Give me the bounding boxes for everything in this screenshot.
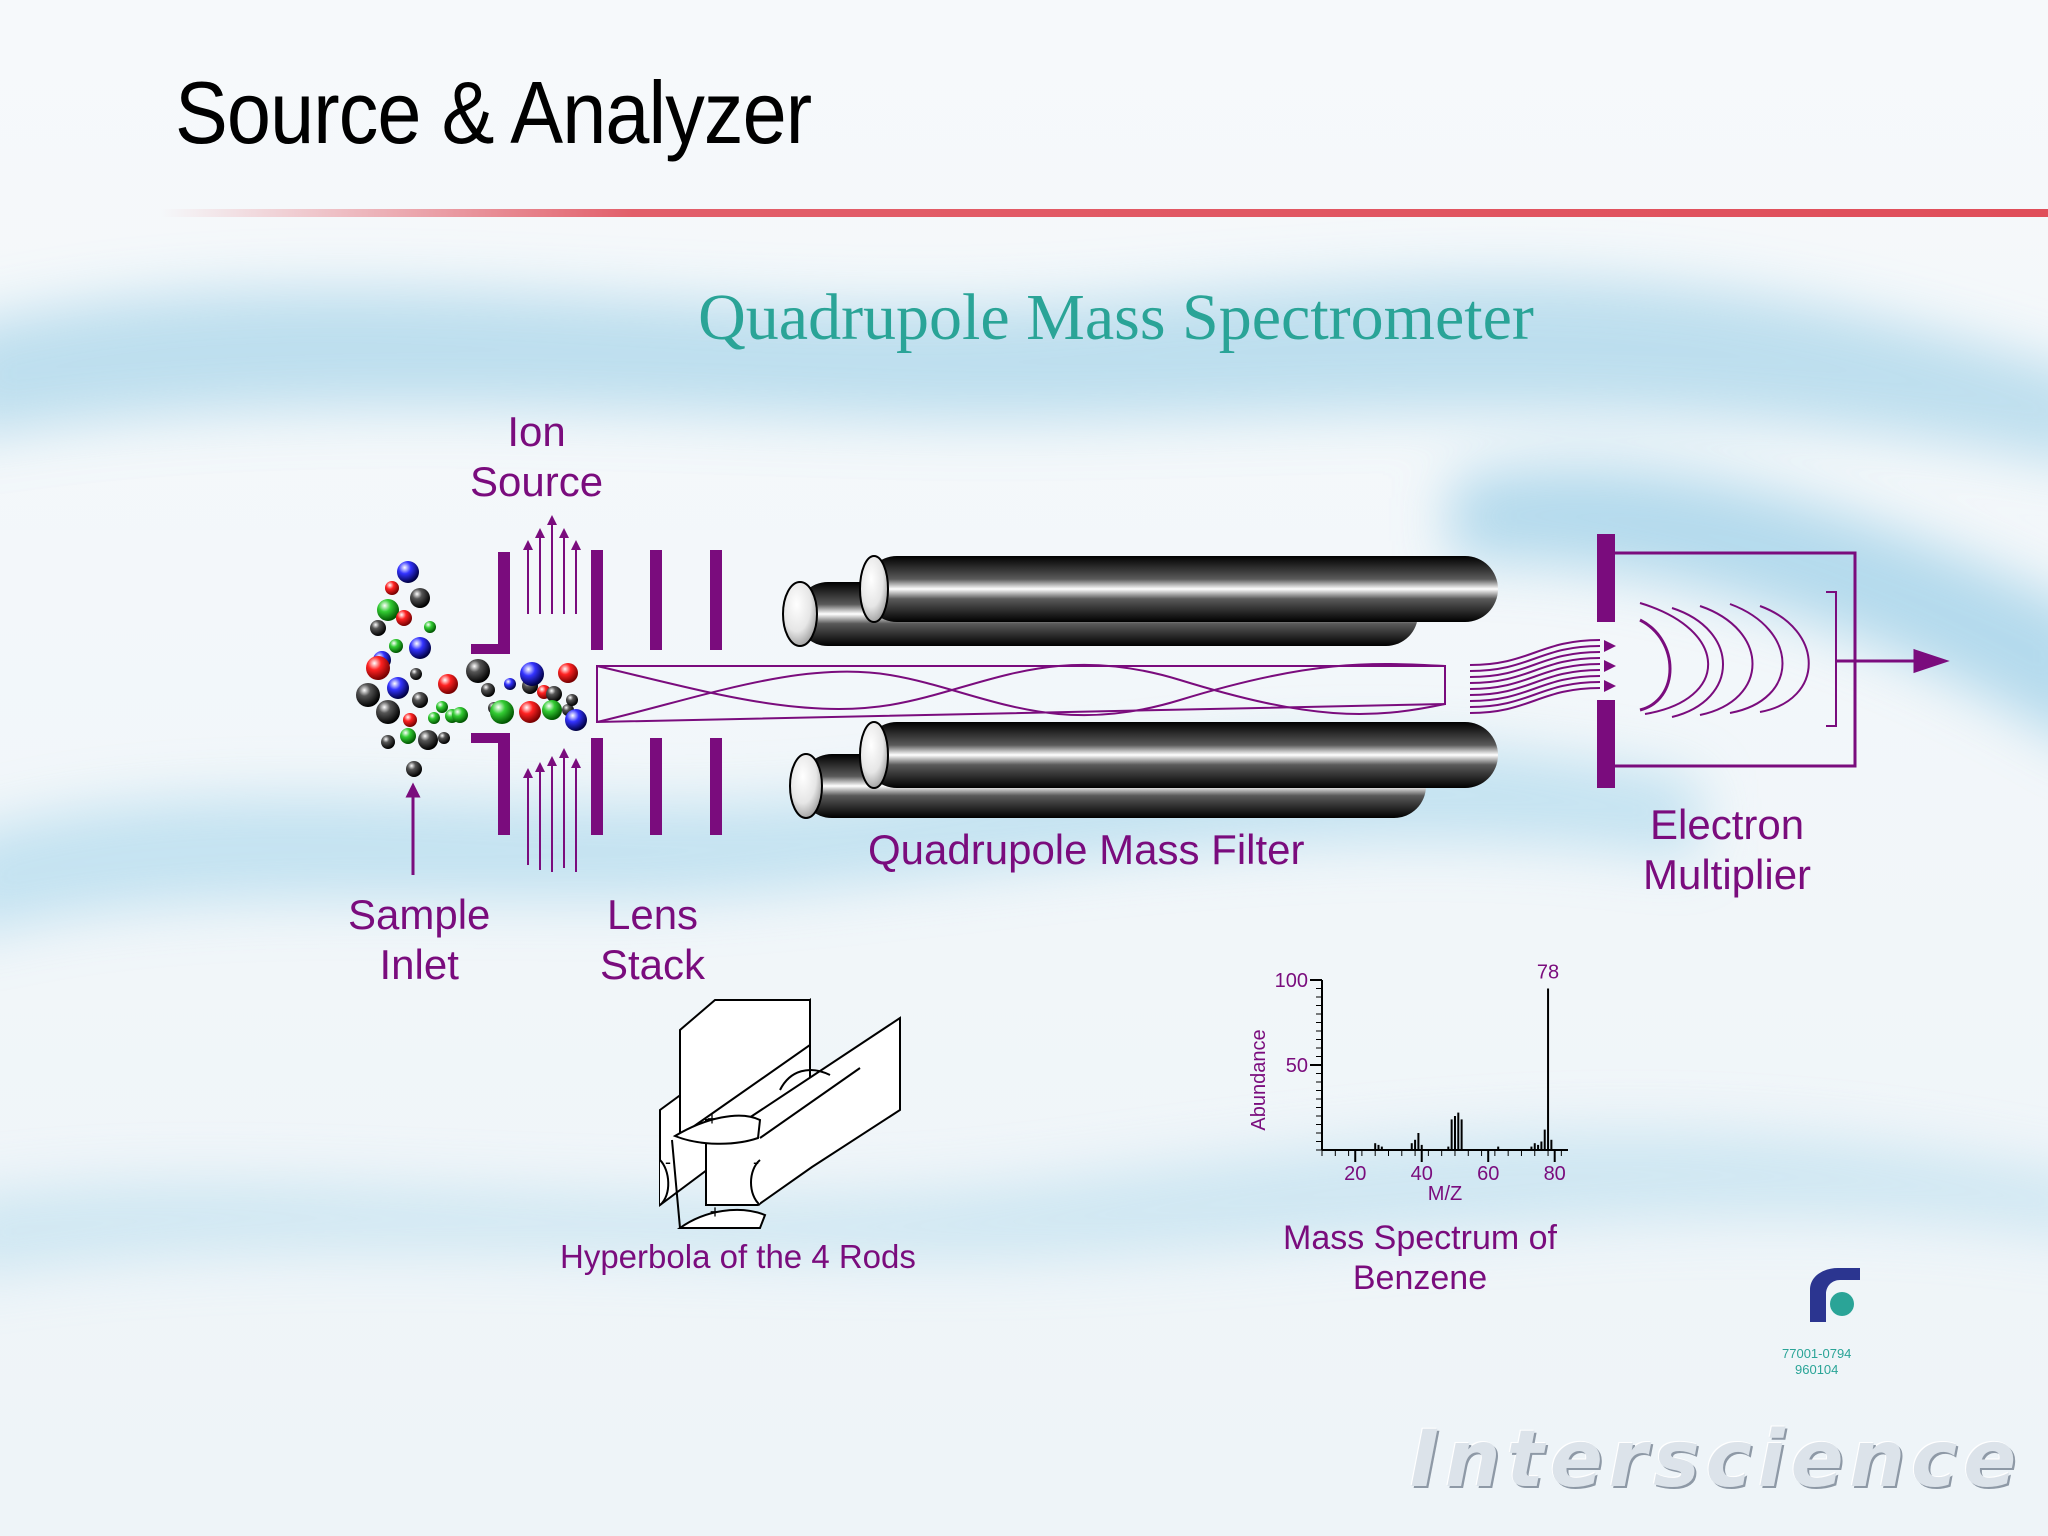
molecule [520,662,544,686]
molecule [490,700,514,724]
molecule [566,694,578,706]
molecule [410,668,422,680]
company-logo [1810,1268,1860,1322]
molecule [412,692,428,708]
beam-line [1469,645,1601,672]
beam-arrow-head [571,540,581,550]
beam-line [1469,639,1601,666]
y-tick-label: 100 [1275,970,1308,992]
molecule [377,599,399,621]
x-axis-label: M/Z [1428,1183,1462,1205]
rod-sign: + [707,1109,718,1129]
beam-arrow-head [523,540,533,550]
beam-arrow-head [571,758,581,768]
molecule [403,713,417,727]
brand-wordmark: Interscience [1410,1415,2023,1505]
molecule [452,707,468,723]
molecule [436,701,448,713]
beam-arrow-head [523,768,533,778]
mass-filter-label: Quadrupole Mass Filter [868,826,1305,873]
molecule [376,700,400,724]
rod-sign: - [753,1152,759,1172]
slide-title: Source & Analyzer [175,63,812,162]
beam-arrow-head [559,748,569,758]
electron-multiplier [1597,534,1950,788]
beam-line [1469,651,1601,678]
molecule [356,683,380,707]
molecule [424,621,436,633]
beam-arrow-head [535,762,545,772]
benzene-mass-spectrum: 50 100 20 40 60 80 78M/Z Abundance [1248,962,1568,1205]
molecule [466,659,490,683]
molecule [406,761,422,777]
molecule [428,712,440,724]
molecule [397,561,419,583]
beam-line [1469,669,1601,696]
document-code: 77001-0794 960104 [1782,1346,1852,1377]
x-tick-label: 60 [1477,1163,1499,1185]
molecule [389,639,403,653]
beam-arrow-head [547,515,557,525]
hyperbola-label: Hyperbola of the 4 Rods [560,1238,916,1275]
x-tick-label: 20 [1344,1163,1366,1185]
rod-sign: + [710,1202,721,1222]
beam-line [1469,663,1601,690]
molecule [370,620,386,636]
beam-arrow-head [547,756,557,766]
molecule [504,678,516,690]
molecule [400,728,416,744]
quadrupole-rods [782,555,1498,819]
molecule [396,610,412,626]
peak-label: 78 [1537,962,1559,984]
x-tick-label: 80 [1544,1163,1566,1185]
molecule [381,735,395,749]
beam-line [1469,675,1601,702]
molecule [410,588,430,608]
ion-trajectory [596,663,1446,724]
molecule [519,701,541,723]
molecule [542,700,562,720]
molecule [366,656,390,680]
molecule [387,677,409,699]
molecule [438,732,450,744]
lens-stack-plates [591,550,722,835]
y-tick-label: 50 [1286,1055,1308,1077]
x-tick-label: 40 [1411,1163,1433,1185]
molecule [385,581,399,595]
electron-beam-arrows [523,515,581,872]
molecule [558,663,578,683]
y-axis-label: Abundance [1248,1029,1270,1130]
title-rule [160,209,2048,217]
beam-line [1469,657,1601,684]
molecule [438,674,458,694]
molecule [418,730,438,750]
molecule [481,683,495,697]
beam-arrow-head [535,528,545,538]
beam-line [1469,681,1601,708]
molecule [409,637,431,659]
beam-line [1469,687,1601,714]
rod-polarity-signs: + - - + [665,1109,759,1222]
rod-sign: - [665,1152,671,1172]
ion-beam-lines [1469,639,1601,714]
molecule [546,686,562,702]
sample-molecules [356,561,587,777]
beam-arrow-head [559,528,569,538]
diagram-title: Quadrupole Mass Spectrometer [698,281,1534,354]
ion-source-electrode [471,552,510,835]
molecule [565,709,587,731]
hyperbolic-rods-drawing [659,998,901,1229]
